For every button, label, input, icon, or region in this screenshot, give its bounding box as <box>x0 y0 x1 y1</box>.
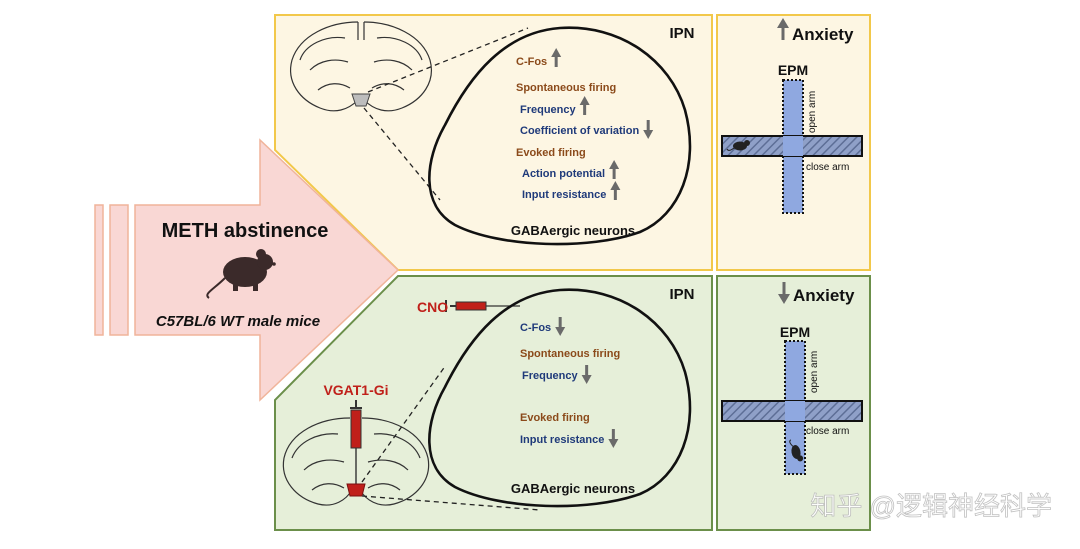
cno-label: CNO <box>417 299 448 315</box>
top-anxiety-label-group: Anxiety <box>777 18 854 44</box>
top-up-arrow-icon <box>609 160 620 179</box>
top-epm-maze <box>721 79 863 214</box>
bottom-down-arrow-icon <box>581 365 592 384</box>
top-anxiety-label: Anxiety <box>792 25 854 44</box>
virus-injection-syringe-icon <box>350 400 362 484</box>
top-zoom-line-lower <box>363 107 441 201</box>
top-up-arrow-icon <box>579 96 590 115</box>
mouse-icon <box>206 249 276 299</box>
bottom-panel-background <box>274 275 713 531</box>
top-finding-text: Frequency <box>520 104 577 116</box>
top-panel-background <box>274 14 713 271</box>
bottom-brain-section-icon <box>282 417 430 506</box>
bottom-epm-maze <box>721 340 863 475</box>
top-ipn-region <box>351 93 371 107</box>
bottom-gabaergic-neuron-outline <box>428 288 692 508</box>
top-finding-text: C-Fos <box>516 56 547 68</box>
bottom-anxiety-label-group: Anxiety <box>778 282 855 305</box>
top-open-arm-label: open arm <box>807 91 818 133</box>
bottom-region-label: IPN <box>669 286 694 303</box>
bottom-zoom-line-lower <box>361 495 541 511</box>
top-finding-text: Evoked firing <box>516 147 586 159</box>
bottom-finding-text: Input resistance <box>520 434 604 446</box>
arrow-stripe-1 <box>94 204 104 336</box>
top-finding-text: Spontaneous firing <box>516 82 616 94</box>
top-zoom-line-upper <box>367 27 529 93</box>
top-close-arm-label: close arm <box>806 162 849 173</box>
top-up-arrow-icon <box>610 181 621 200</box>
top-region-label: IPN <box>669 25 694 42</box>
top-gabaergic-neuron-outline <box>428 26 692 246</box>
bottom-finding-text: Frequency <box>522 370 579 382</box>
top-epm-label: EPM <box>778 62 808 78</box>
bottom-close-arm-label: close arm <box>806 426 849 437</box>
top-finding-text: Coefficient of variation <box>520 125 639 137</box>
top-brain-section-icon <box>290 21 432 112</box>
virus-label: VGAT1-Gi <box>323 382 388 398</box>
bottom-down-arrow-icon <box>608 429 619 448</box>
bottom-down-arrow-icon <box>555 317 566 336</box>
bottom-open-arm-label: open arm <box>809 351 820 393</box>
top-up-arrow-icon <box>551 48 562 67</box>
top-maze-mouse-icon <box>726 140 750 151</box>
arrow-stripe-2 <box>109 204 129 336</box>
top-finding-text: Input resistance <box>522 189 606 201</box>
bottom-ipn-region <box>346 483 366 497</box>
bottom-epm-label: EPM <box>780 324 810 340</box>
bottom-zoom-line-upper <box>361 364 447 483</box>
mouse-strain-label: C57BL/6 WT male mice <box>156 313 320 330</box>
bottom-finding-text: Spontaneous firing <box>520 348 620 360</box>
bottom-finding-text: C-Fos <box>520 322 551 334</box>
top-finding-text: Action potential <box>522 168 605 180</box>
cno-syringe-icon <box>445 300 520 312</box>
bottom-neuron-label: GABAergic neurons <box>511 481 635 496</box>
top-anxiety-up-arrow-icon <box>777 18 789 40</box>
bottom-maze-mouse-icon <box>789 439 804 462</box>
meth-abstinence-arrow: METH abstinence C57BL/6 WT male mice <box>94 138 400 402</box>
meth-abstinence-title: METH abstinence <box>162 220 329 242</box>
top-down-arrow-icon <box>643 120 654 139</box>
bottom-finding-text: Evoked firing <box>520 412 590 424</box>
top-neuron-label: GABAergic neurons <box>511 223 635 238</box>
bottom-anxiety-label: Anxiety <box>793 286 855 305</box>
bottom-anxiety-down-arrow-icon <box>778 282 790 304</box>
watermark: 知乎 @逻辑神经科学 <box>810 491 1052 521</box>
